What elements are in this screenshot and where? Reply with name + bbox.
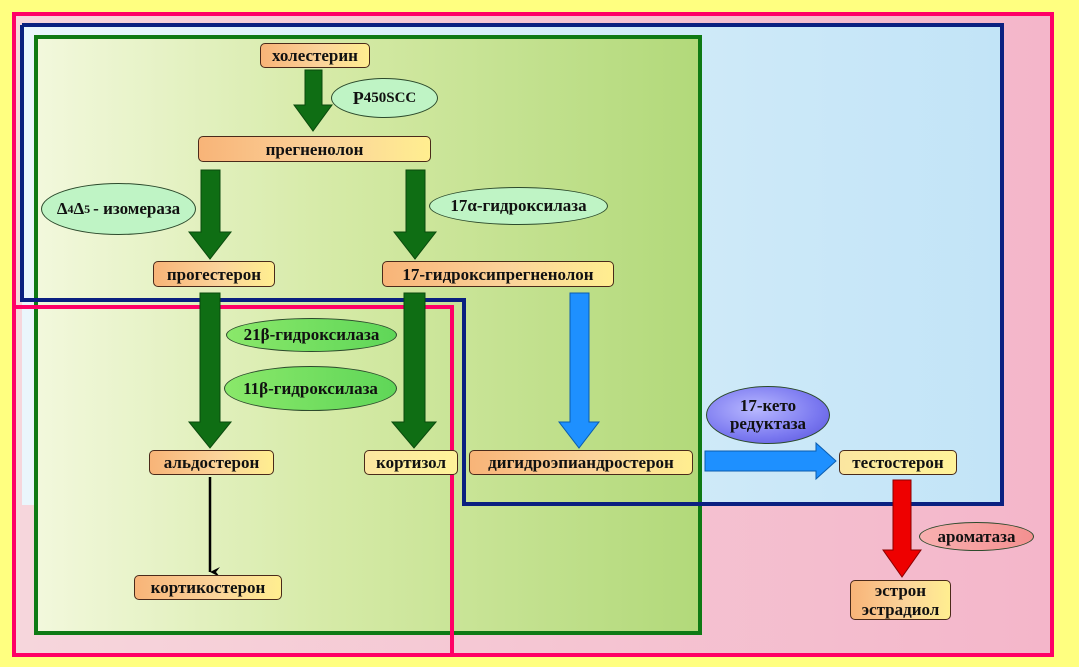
- node-estrogens: эстрон эстрадиол: [850, 580, 951, 620]
- isomerase-name: - изомераза: [93, 199, 181, 218]
- node-estrone: эстрон: [874, 581, 927, 600]
- isomerase-sup-2: 5: [84, 201, 91, 216]
- ketoreductase-line-1: 17-кето: [739, 396, 797, 415]
- node-cholesterol: холестерин: [260, 43, 370, 68]
- blue-region-outline: [20, 23, 1004, 506]
- enzyme-17-ketoreductase: 17-кето редуктаза: [706, 386, 830, 444]
- pink-region-inner-outline: [14, 305, 454, 655]
- arrow-progesterone-aldosterone: [187, 292, 233, 449]
- node-progesterone: прогестерон: [153, 261, 275, 287]
- arrow-pregnenolone-hydroxypregnenolone: [392, 169, 438, 260]
- enzyme-aromatase: ароматаза: [919, 522, 1034, 551]
- isomerase-sup-1: 4: [67, 201, 74, 216]
- isomerase-delta-2: Δ: [73, 199, 85, 218]
- enzyme-11b-hydroxylase: 11β-гидроксилаза: [224, 366, 397, 411]
- arrow-cholesterol-pregnenolone: [293, 69, 333, 132]
- arrow-dhea-testosterone: [704, 441, 837, 481]
- arrow-hydroxypregnenolone-cortisol: [390, 292, 438, 449]
- node-hydroxypregnenolone: 17-гидроксипрегненолон: [382, 261, 614, 287]
- node-corticosterone: кортикостерон: [134, 575, 282, 600]
- enzyme-p450scc-sub: 450SCC: [363, 89, 417, 106]
- arrow-pregnenolone-progesterone: [187, 169, 233, 260]
- node-cortisol: кортизол: [364, 450, 458, 475]
- node-testosterone: тестостерон: [839, 450, 957, 475]
- node-estradiol: эстрадиол: [861, 600, 940, 619]
- node-dhea: дигидроэпиандростерон: [469, 450, 693, 475]
- enzyme-17a-hydroxylase: 17α-гидроксилаза: [429, 187, 608, 225]
- isomerase-delta-1: Δ: [56, 199, 68, 218]
- arrow-hydroxypregnenolone-dhea: [557, 292, 601, 449]
- node-aldosterone: альдостерон: [149, 450, 274, 475]
- ketoreductase-line-2: редуктаза: [729, 414, 807, 433]
- arrow-testosterone-estrogens: [882, 479, 922, 578]
- enzyme-21b-hydroxylase: 21β-гидроксилаза: [226, 318, 397, 352]
- enzyme-p450scc-main: P: [352, 87, 364, 108]
- node-pregnenolone: прегненолон: [198, 136, 431, 162]
